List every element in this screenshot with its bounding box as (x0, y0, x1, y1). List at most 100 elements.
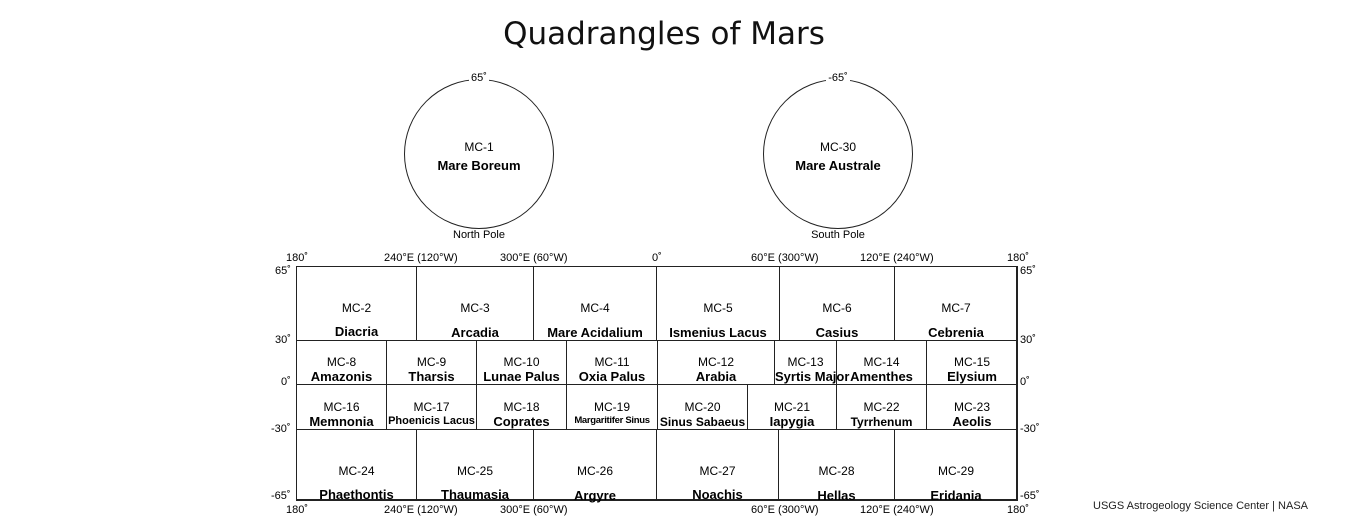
quadrangle-mc-10[interactable]: MC-10 Lunae Palus (476, 340, 567, 385)
quadrangle-code: MC-16 (323, 400, 360, 414)
quadrangle-mc-2[interactable]: MC-2 Diacria (296, 266, 417, 341)
quadrangle-code: MC-20 (684, 400, 721, 414)
quadrangle-code: MC-19 (593, 400, 630, 414)
top-axis-label: 120°E (240°W) (860, 252, 934, 264)
quadrangle-code: MC-8 (326, 355, 357, 369)
quadrangle-mc-27[interactable]: MC-27 Noachis (656, 429, 779, 502)
quadrangle-mc-24[interactable]: MC-24 Phaethontis (296, 429, 417, 502)
quadrangle-code: MC-11 (594, 355, 630, 369)
quadrangle-name: Sinus Sabaeus (659, 415, 746, 429)
right-axis-label: -30˚ (1020, 423, 1040, 435)
top-axis-label: 180˚ (1007, 252, 1030, 264)
quadrangle-code: MC-4 (580, 301, 610, 315)
quadrangle-grid: MC-2 Diacria MC-3 Arcadia MC-4 Mare Acid… (296, 266, 1018, 503)
quadrangle-name: Iapygia (769, 414, 815, 429)
quadrangle-mc-19[interactable]: MC-19 Margaritifer Sinus (566, 384, 658, 430)
north-pole-caption: North Pole (453, 229, 505, 241)
quadrangle-code: MC-25 (456, 464, 493, 478)
top-axis-label: 240°E (120°W) (384, 252, 458, 264)
top-axis-label: 60°E (300°W) (751, 252, 819, 264)
quadrangle-name: Memnonia (309, 414, 374, 429)
quadrangle-mc-21[interactable]: MC-21 Iapygia (747, 384, 837, 430)
south-pole-caption: South Pole (811, 229, 865, 241)
page-title: Quadrangles of Mars (503, 16, 825, 52)
quadrangle-name: Arabia (695, 369, 737, 384)
quadrangle-code: MC-1 (464, 140, 494, 154)
quadrangle-mc-22[interactable]: MC-22 Tyrrhenum (836, 384, 927, 430)
bottom-axis-label: 240°E (120°W) (384, 504, 458, 516)
quadrangle-name: Thaumasia (441, 487, 509, 502)
quadrangle-mc-17[interactable]: MC-17 Phoenicis Lacus (386, 384, 477, 430)
quadrangle-mc-12[interactable]: MC-12 Arabia (657, 340, 775, 385)
south-pole-quadrangle[interactable]: -65˚ MC-30 Mare Australe (763, 72, 913, 229)
north-pole-quadrangle[interactable]: 65˚ MC-1 Mare Boreum (404, 72, 554, 229)
quadrangle-code: MC-29 (937, 464, 974, 478)
quadrangle-code: MC-27 (699, 464, 736, 478)
quadrangle-name: Diacria (334, 324, 379, 339)
quadrangle-mc-6[interactable]: MC-6 Casius (779, 266, 895, 341)
quadrangle-name: Casius (815, 325, 859, 340)
quadrangle-mc-3[interactable]: MC-3 Arcadia (416, 266, 534, 341)
quadrangle-mc-28[interactable]: MC-28 Hellas (778, 429, 895, 503)
quadrangle-mc-5[interactable]: MC-5 Ismenius Lacus (656, 266, 780, 341)
bottom-axis-label: 60°E (300°W) (751, 504, 819, 516)
quadrangle-code: MC-21 (773, 400, 810, 414)
quadrangle-mc-4[interactable]: MC-4 Mare Acidalium (533, 266, 657, 341)
bottom-axis-label: 180˚ (286, 504, 309, 516)
quadrangle-name: Margaritifer Sinus (574, 415, 650, 426)
quadrangle-mc-25[interactable]: MC-25 Thaumasia (416, 429, 534, 502)
quadrangle-code: MC-7 (941, 301, 971, 315)
quadrangle-name: Mare Boreum (437, 158, 521, 173)
quadrangle-name: Oxia Palus (578, 369, 646, 384)
quadrangle-mc-9[interactable]: MC-9 Tharsis (386, 340, 477, 385)
quadrangle-name: Phaethontis (319, 487, 394, 502)
quadrangle-mc-23[interactable]: MC-23 Aeolis (926, 384, 1018, 430)
quadrangle-name: Coprates (493, 414, 550, 429)
south-pole-latitude: -65˚ (826, 72, 850, 84)
quadrangle-mc-11[interactable]: MC-11 Oxia Palus (566, 340, 658, 385)
right-axis-label: -65˚ (1020, 490, 1040, 502)
bottom-axis-label: 300°E (60°W) (500, 504, 568, 516)
quadrangle-mc-13[interactable]: MC-13 Syrtis Major (774, 340, 849, 385)
quadrangle-code: MC-24 (338, 464, 375, 478)
right-axis-label: 0˚ (1020, 376, 1030, 388)
quadrangle-name: Eridania (930, 488, 982, 503)
left-axis-label: 65˚ (275, 265, 291, 277)
quadrangle-code: MC-18 (503, 400, 540, 414)
quadrangle-code: MC-5 (703, 301, 733, 315)
quadrangle-code: MC-22 (863, 400, 900, 414)
quadrangle-name: Aeolis (952, 414, 992, 429)
quadrangle-mc-29[interactable]: MC-29 Eridania (894, 429, 1018, 503)
quadrangle-name: Phoenicis Lacus (388, 415, 475, 427)
quadrangle-mc-14[interactable]: MC-14 Amenthes (836, 340, 927, 385)
quadrangle-mc-26[interactable]: MC-26 Argyre (533, 429, 657, 503)
quadrangle-name: Arcadia (451, 325, 499, 340)
top-axis-label: 300°E (60°W) (500, 252, 568, 264)
quadrangle-name: Amazonis (310, 369, 373, 384)
quadrangle-code: MC-15 (953, 355, 990, 369)
quadrangle-mc-8[interactable]: MC-8 Amazonis (296, 340, 387, 385)
quadrangle-code: MC-30 (819, 140, 856, 154)
quadrangle-mc-15[interactable]: MC-15 Elysium (926, 340, 1018, 385)
top-axis-label: 0˚ (652, 252, 662, 264)
quadrangle-name: Mare Acidalium (547, 325, 643, 340)
quadrangle-code: MC-9 (416, 355, 447, 369)
quadrangle-mc-7[interactable]: MC-7 Cebrenia (894, 266, 1018, 341)
quadrangle-code: MC-3 (460, 301, 490, 315)
quadrangle-code: MC-12 (697, 355, 734, 369)
quadrangle-code: MC-2 (341, 301, 372, 315)
quadrangle-code: MC-26 (576, 464, 613, 478)
quadrangle-mc-18[interactable]: MC-18 Coprates (476, 384, 567, 430)
quadrangle-mc-20[interactable]: MC-20 Sinus Sabaeus (657, 384, 748, 430)
right-axis-label: 30˚ (1020, 334, 1036, 346)
quadrangle-name: Noachis (692, 487, 743, 502)
left-axis-label: 30˚ (275, 334, 291, 346)
quadrangle-name: Hellas (817, 488, 856, 503)
left-axis-label: 0˚ (281, 376, 291, 388)
quadrangle-code: MC-14 (863, 355, 900, 369)
quadrangle-mc-16[interactable]: MC-16 Memnonia (296, 384, 387, 430)
north-pole-latitude: 65˚ (469, 72, 489, 84)
quadrangle-name: Tyrrhenum (850, 415, 913, 429)
quadrangle-code: MC-28 (818, 464, 855, 478)
quadrangle-name: Cebrenia (928, 325, 984, 340)
